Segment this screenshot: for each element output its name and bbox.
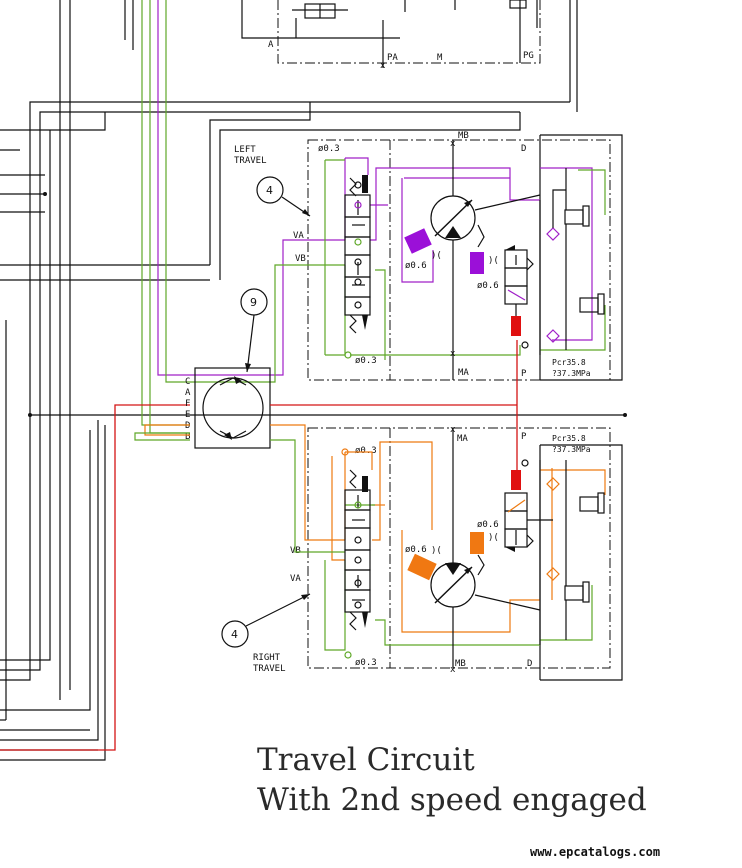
port-pg-label: PG: [523, 51, 534, 61]
right-orifice-top: ø0.3: [355, 446, 377, 456]
right-hydraulic-motor-icon: )( )(: [407, 428, 541, 668]
right-port-d: D: [527, 659, 532, 669]
right-port-mb: MB: [455, 659, 466, 669]
svg-text:)(: )(: [488, 533, 499, 543]
left-pcr-2: ?37.3MPa: [552, 369, 591, 378]
left-travel-motor-group: LEFT TRAVEL ø0.3 ø0.3 ø0.6 ø0.6 VA VB MB…: [190, 131, 623, 383]
svg-text:x: x: [450, 349, 456, 359]
left-check-valve-icon: [344, 181, 560, 359]
port-pa-label: PA: [387, 53, 398, 63]
right-pcr-2: ?37.3MPa: [552, 445, 591, 454]
top-control-block: A PA M PG: [241, 0, 541, 68]
left-port-d: D: [521, 144, 526, 154]
swivel-port-e: E: [185, 410, 190, 420]
right-orifice-bottom: ø0.3: [355, 658, 377, 668]
svg-text:)(: )(: [431, 546, 442, 556]
right-orifice-valve: ø0.6: [477, 520, 499, 530]
right-relief-valve-icon: [564, 460, 605, 640]
left-travel-label-1: LEFT: [234, 145, 256, 155]
watermark-text: www.epcatalogs.com: [530, 845, 660, 859]
left-orifice-motor: ø0.6: [405, 261, 427, 271]
left-hydraulic-motor-icon: )( )(: [404, 140, 541, 380]
swivel-port-b: B: [185, 432, 190, 442]
left-callout-number: 4: [266, 184, 273, 197]
left-orifice-top: ø0.3: [318, 144, 340, 154]
port-a-label: A: [268, 40, 274, 50]
right-travel-label-1: RIGHT: [253, 653, 281, 663]
right-orifice-motor: ø0.6: [405, 545, 427, 555]
right-travel-label-2: TRAVEL: [253, 664, 286, 674]
right-port-ma: MA: [457, 434, 468, 444]
left-port-mb: MB: [458, 131, 469, 141]
right-port-p: P: [521, 432, 527, 442]
swivel-callout-number: 9: [250, 296, 257, 309]
swivel-port-d: D: [185, 421, 190, 431]
right-port-va: VA: [290, 574, 301, 584]
swivel-joint-group: 9 C A F E D B: [134, 288, 518, 470]
left-line-bundle: [0, 0, 627, 761]
right-check-valve-icon: [341, 448, 560, 659]
right-travel-motor-group: RIGHT TRAVEL ø0.3 ø0.3 ø0.6 ø0.6 VA VB M…: [221, 424, 623, 681]
caption-line-1: Travel Circuit: [257, 742, 475, 778]
svg-text:x: x: [450, 139, 456, 149]
left-pcr-1: Pcr35.8: [552, 358, 586, 367]
left-relief-valve-icon: [521, 168, 605, 350]
svg-text:x: x: [450, 665, 456, 675]
right-spool-valve-icon: [344, 469, 371, 631]
swivel-port-f: F: [185, 399, 190, 409]
left-2speed-valve-icon: [504, 200, 541, 355]
left-spool-valve-icon: [344, 175, 371, 334]
right-callout-number: 4: [231, 628, 238, 641]
svg-text:)(: )(: [488, 256, 499, 266]
port-markers: x x x x x: [380, 61, 456, 675]
left-port-p: P: [521, 369, 527, 379]
port-m-label: M: [437, 53, 443, 63]
right-2speed-valve-icon: [504, 460, 553, 645]
left-orifice-bottom: ø0.3: [355, 356, 377, 366]
left-port-ma: MA: [458, 368, 469, 378]
swivel-port-a: A: [185, 388, 191, 398]
right-pcr-1: Pcr35.8: [552, 434, 586, 443]
svg-text:)(: )(: [431, 251, 442, 261]
left-port-va: VA: [293, 231, 304, 241]
svg-text:x: x: [450, 425, 456, 435]
left-travel-label-2: TRAVEL: [234, 156, 267, 166]
svg-text:x: x: [380, 61, 386, 71]
left-port-vb: VB: [295, 254, 306, 264]
left-orifice-valve: ø0.6: [477, 281, 499, 291]
swivel-port-c: C: [185, 377, 190, 387]
caption-line-2: With 2nd speed engaged: [257, 782, 647, 818]
